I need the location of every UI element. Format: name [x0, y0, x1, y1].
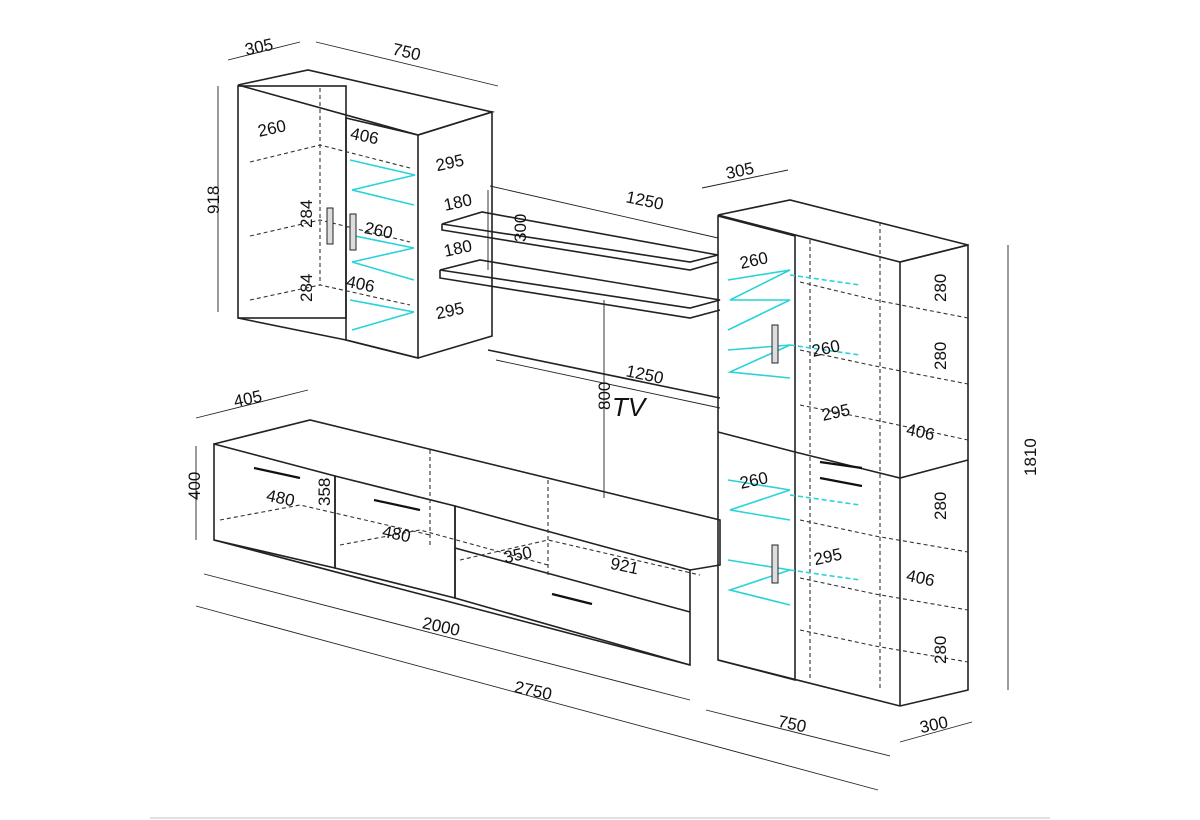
label-top-cab-side-upper: 295	[434, 151, 466, 175]
label-low-cab-niche-width: 921	[609, 554, 641, 578]
dimension-labels: 305 750 918 260 406 260 406 284 284 295 …	[185, 35, 1040, 737]
label-tall-cab-shelf-2: 406	[905, 566, 937, 590]
label-tall-cab-depth: 305	[724, 159, 756, 183]
label-tall-cab-spacing-2: 280	[931, 342, 950, 370]
label-top-cab-inner-upper: 260	[256, 116, 288, 140]
label-tv-width: 1250	[624, 361, 665, 387]
label-shelf-depth-upper: 180	[442, 190, 474, 214]
label-shelf-width: 1250	[624, 187, 665, 213]
label-low-cab-drawer-height: 358	[315, 478, 334, 506]
tv-unit	[213, 300, 721, 667]
label-low-cab-niche: 350	[502, 543, 534, 567]
label-top-cab-depth: 305	[243, 35, 275, 59]
label-shelf-spacing: 300	[511, 214, 530, 242]
label-low-cab-drawer-2: 480	[381, 522, 413, 546]
label-top-cab-shelf-low: 406	[345, 272, 377, 296]
label-tall-cab-inner-2: 260	[810, 336, 842, 360]
label-low-cab-width: 2000	[421, 613, 462, 639]
label-top-cab-shelf-top: 406	[349, 124, 381, 148]
label-tall-cab-shelf-1: 406	[905, 420, 937, 444]
label-tv-height: 800	[595, 382, 614, 410]
label-tall-cab-height: 1810	[1021, 438, 1040, 476]
label-tall-cab-spacing-4: 280	[931, 636, 950, 664]
label-tall-cab-width: 750	[776, 712, 808, 736]
dimension-lines	[195, 41, 1009, 791]
label-tall-cab-spacing-1: 280	[931, 274, 950, 302]
label-low-cab-drawer-1: 480	[265, 486, 297, 510]
tall-cabinet	[717, 199, 969, 707]
label-top-cab-side-lower: 295	[434, 299, 466, 323]
label-top-cab-height: 918	[204, 186, 223, 214]
label-tall-cab-bottom-depth: 300	[918, 713, 950, 737]
label-tall-cab-inner-3: 260	[738, 468, 770, 492]
label-tv: TV	[612, 392, 648, 422]
label-top-cab-spacing-lower: 284	[297, 274, 316, 302]
label-top-cab-spacing-upper: 284	[297, 200, 316, 228]
wall-cabinet	[237, 69, 496, 360]
label-tall-cab-side-1: 295	[820, 400, 852, 424]
label-tall-cab-spacing-3: 280	[931, 492, 950, 520]
label-tall-cab-side-2: 295	[812, 545, 844, 569]
label-total-width: 2750	[513, 677, 554, 703]
label-low-cab-height: 400	[185, 472, 204, 500]
floating-shelves	[439, 190, 721, 399]
label-tall-cab-inner-1: 260	[738, 248, 770, 272]
label-shelf-depth-lower: 180	[442, 236, 474, 260]
label-low-cab-depth: 405	[232, 387, 264, 411]
